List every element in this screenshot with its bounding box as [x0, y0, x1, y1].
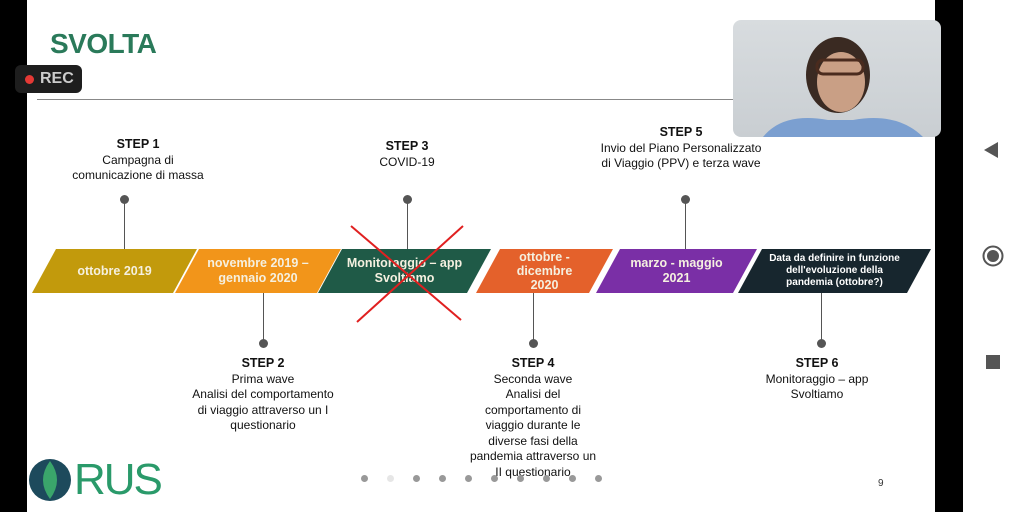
back-icon[interactable]	[983, 141, 999, 159]
step-title: STEP 4	[511, 356, 555, 370]
slide-title: SVOLTA	[50, 28, 157, 59]
step-text: Svoltiamo	[790, 387, 844, 401]
phase-6-label: Data da definire in funzione dell'evoluz…	[769, 253, 900, 288]
step-text: comportamento di	[484, 402, 582, 417]
step-5-pin	[681, 195, 690, 204]
pagination-dot[interactable]	[595, 475, 602, 482]
step-text: questionario	[230, 418, 296, 432]
step-2-connector	[263, 293, 264, 343]
step-text: Monitoraggio – app	[765, 371, 869, 386]
webcam-video[interactable]	[733, 20, 941, 137]
title-divider	[37, 99, 935, 100]
pagination-dot[interactable]	[413, 475, 420, 482]
logo-text: RUS	[74, 455, 163, 504]
leaf-globe-icon	[29, 459, 71, 501]
rec-label: REC	[40, 70, 74, 87]
page-number: 9	[878, 478, 884, 489]
step-6-pin	[817, 339, 826, 348]
step-title: STEP 6	[795, 356, 839, 370]
android-nav-bar	[963, 0, 1024, 512]
step-text: Seconda wave	[493, 371, 573, 386]
step-text: di viaggio attraverso un I	[197, 402, 329, 417]
record-dot-icon	[25, 74, 34, 84]
step-2-pin	[259, 339, 268, 348]
phase-1-label: ottobre 2019	[77, 263, 152, 278]
step-text: Prima wave	[231, 371, 295, 386]
step-text: comunicazione di massa	[72, 168, 204, 182]
pagination-dot[interactable]	[543, 475, 550, 482]
step-4-pin	[529, 339, 538, 348]
phase-3-label: Monitoraggio – app Svoltiamo	[346, 256, 463, 270]
step-1-pin	[120, 195, 129, 204]
pagination-dot[interactable]	[569, 475, 576, 482]
pagination-dot[interactable]	[465, 475, 472, 482]
recording-indicator: REC	[15, 65, 82, 93]
pagination-dot[interactable]	[387, 475, 394, 482]
step-3-connector	[407, 200, 408, 249]
step-text: Analisi del	[505, 387, 561, 401]
step-title: STEP 5	[659, 125, 703, 139]
step-text: II questionario	[495, 464, 571, 479]
step-title: STEP 2	[241, 356, 285, 370]
step-text: diverse fasi della	[488, 433, 578, 448]
step-text: Invio del Piano Personalizzato	[600, 140, 762, 155]
pagination-dot[interactable]	[517, 475, 524, 482]
phase-2: novembre 2019 – gennaio 2020	[175, 249, 341, 293]
step-6-connector	[821, 293, 822, 343]
rus-logo: RUS	[28, 455, 163, 504]
step-1-connector	[124, 200, 125, 249]
phase-4: ottobre - dicembre 2020	[476, 249, 613, 293]
pagination-dot[interactable]	[439, 475, 446, 482]
phase-2-label: novembre 2019 – gennaio 2020	[207, 256, 309, 285]
step-title: STEP 3	[385, 139, 429, 153]
pagination-dot[interactable]	[361, 475, 368, 482]
step-text: pandemia attraverso un	[469, 449, 597, 463]
step-title: STEP 1	[116, 137, 160, 151]
home-icon[interactable]	[982, 245, 1004, 267]
step-3-pin	[403, 195, 412, 204]
step-text: Campagna di	[102, 152, 174, 167]
phase-3: Monitoraggio – app Svoltiamo	[318, 249, 491, 293]
phase-5: marzo - maggio 2021	[596, 249, 757, 293]
step-4-connector	[533, 293, 534, 343]
presenter-video-icon	[763, 37, 923, 137]
step-5-connector	[685, 200, 686, 249]
step-text: di Viaggio (PPV) e terza wave	[601, 156, 761, 170]
phase-5-label: marzo - maggio 2021	[630, 256, 723, 285]
step-text: COVID-19	[379, 154, 435, 169]
step-text: viaggio durante le	[485, 418, 581, 432]
cross-out-icon	[350, 225, 464, 323]
recents-icon[interactable]	[985, 354, 1001, 370]
phase-6: Data da definire in funzione dell'evoluz…	[738, 249, 931, 293]
phase-1: ottobre 2019	[32, 249, 197, 293]
step-text: Analisi del comportamento	[192, 387, 334, 401]
phase-4-label: ottobre - dicembre 2020	[516, 250, 573, 292]
pagination-dot[interactable]	[491, 475, 498, 482]
